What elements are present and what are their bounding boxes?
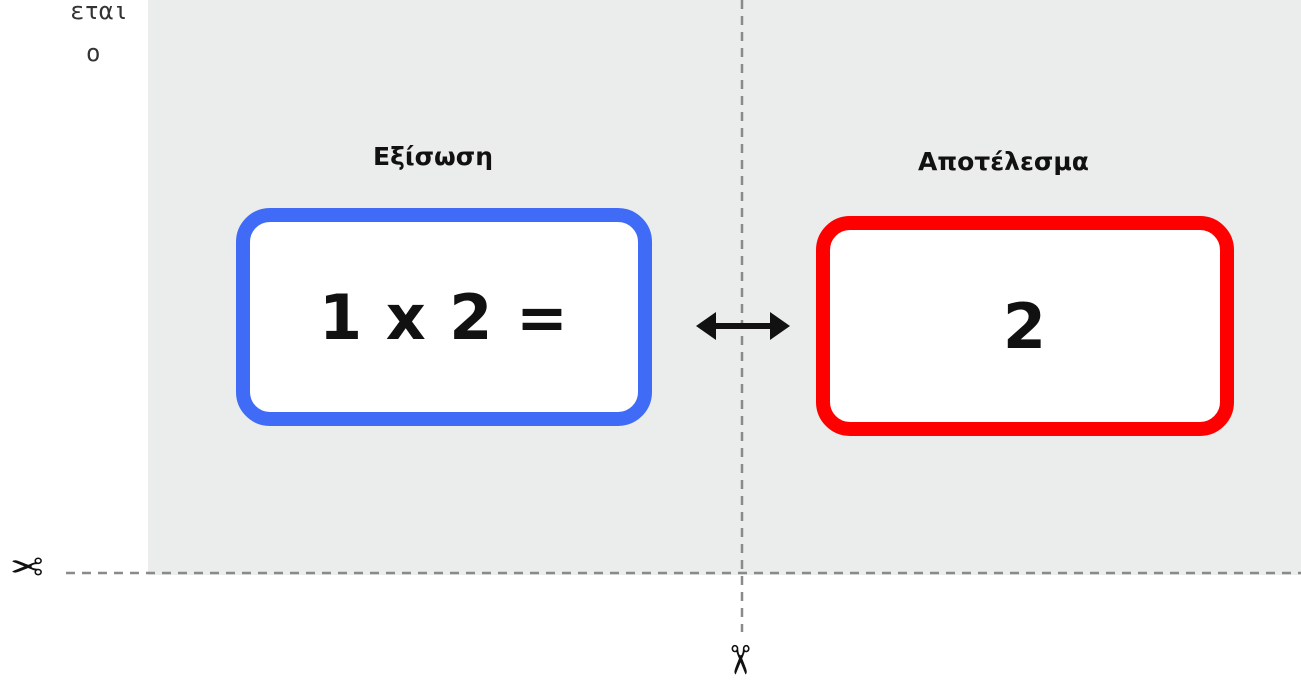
equation-text: 1 x 2 = — [319, 280, 569, 354]
result-heading: Αποτέλεσμα — [918, 147, 1089, 176]
fragment-line-2: ο — [86, 39, 101, 67]
result-text: 2 — [1002, 289, 1048, 363]
double-arrow-icon — [696, 312, 790, 340]
equation-box: 1 x 2 = — [236, 208, 652, 426]
equation-heading: Εξίσωση — [373, 142, 494, 171]
scissors-icon: ✂ — [10, 545, 44, 591]
result-box: 2 — [816, 216, 1234, 436]
scissors-icon: ✂ — [715, 643, 762, 677]
fragment-line-1: εται — [70, 0, 128, 25]
